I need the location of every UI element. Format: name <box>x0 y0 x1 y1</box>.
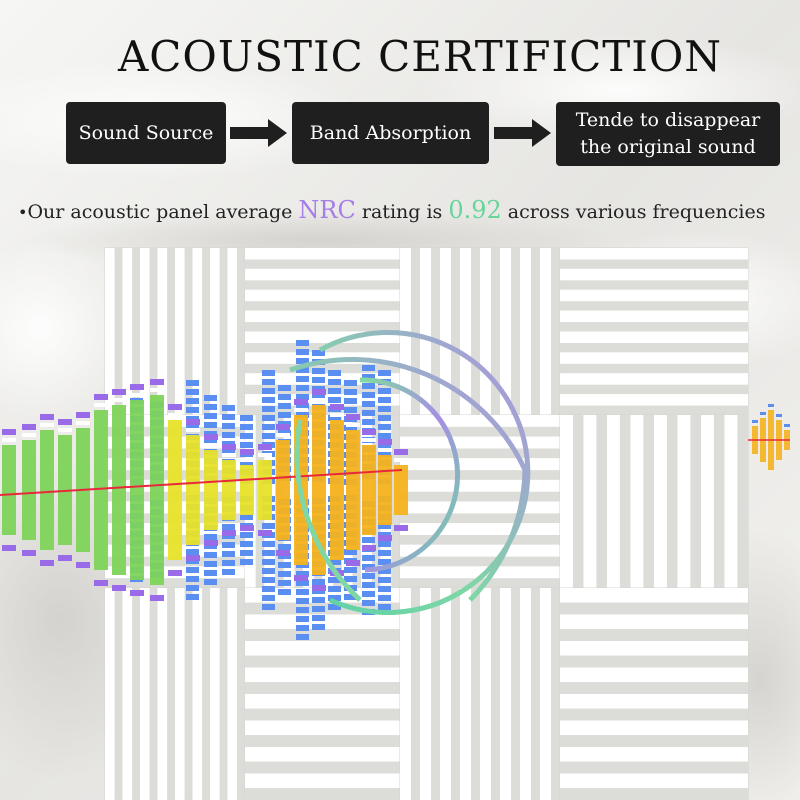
frequency-bar <box>330 404 344 576</box>
frequency-bar <box>168 404 182 576</box>
nrc-suffix: across various frequencies <box>501 201 766 223</box>
acoustic-panel-tile <box>399 414 561 589</box>
flow-step-label: Band Absorption <box>309 121 472 144</box>
frequency-bar <box>40 414 54 566</box>
frequency-bar <box>312 389 326 591</box>
frequency-bar <box>276 424 290 556</box>
frequency-bar <box>2 429 16 551</box>
frequency-bar <box>112 389 126 591</box>
frequency-bar <box>258 444 272 536</box>
acoustic-panel-tile <box>399 247 561 416</box>
acoustic-panel-tile <box>104 587 246 800</box>
frequency-bar <box>346 414 360 566</box>
frequency-bar <box>150 379 164 601</box>
acoustic-panel-tile <box>559 247 749 416</box>
acoustic-panel-tile <box>244 587 401 800</box>
right-arrow-icon <box>494 119 551 147</box>
acoustic-panel-tile <box>559 414 749 589</box>
nrc-value: 0.92 <box>448 196 502 224</box>
right-arrow-icon <box>230 119 287 147</box>
page-title: ACOUSTIC CERTIFICTION <box>117 32 723 81</box>
red-sound-line <box>0 469 403 496</box>
nrc-middle: rating is <box>355 201 449 223</box>
flow-step-sound-source: Sound Source <box>66 102 226 164</box>
frequency-bar <box>130 384 144 596</box>
frequency-bar <box>94 394 108 586</box>
nrc-word: NRC <box>298 196 356 224</box>
frequency-bar <box>378 439 392 541</box>
frequency-bar <box>394 449 408 531</box>
bullet-icon: • <box>18 203 28 222</box>
frequency-bar <box>222 444 236 536</box>
acoustic-panel-tile <box>559 587 749 800</box>
nrc-prefix: Our acoustic panel average <box>27 201 299 223</box>
frequency-bar <box>362 429 376 551</box>
nrc-statement: •Our acoustic panel average NRC rating i… <box>18 196 798 224</box>
flow-step-disappear: Tende to disappear the original sound <box>556 102 780 166</box>
frequency-bar <box>204 434 218 546</box>
flow-step-label-line2: the original sound <box>580 136 756 158</box>
acoustic-panel-tile <box>104 247 246 416</box>
flow-step-label: Sound Source <box>78 121 214 144</box>
sound-wave-rings-icon <box>289 330 531 615</box>
flow-step-label-line1: Tende to disappear <box>575 109 761 131</box>
frequency-bar <box>240 449 254 531</box>
acoustic-panel-tile <box>399 587 561 800</box>
frequency-bar <box>22 424 36 556</box>
flow-step-band-absorption: Band Absorption <box>292 102 489 164</box>
frequency-bar <box>186 419 200 561</box>
frequency-bar-echo <box>748 404 790 470</box>
